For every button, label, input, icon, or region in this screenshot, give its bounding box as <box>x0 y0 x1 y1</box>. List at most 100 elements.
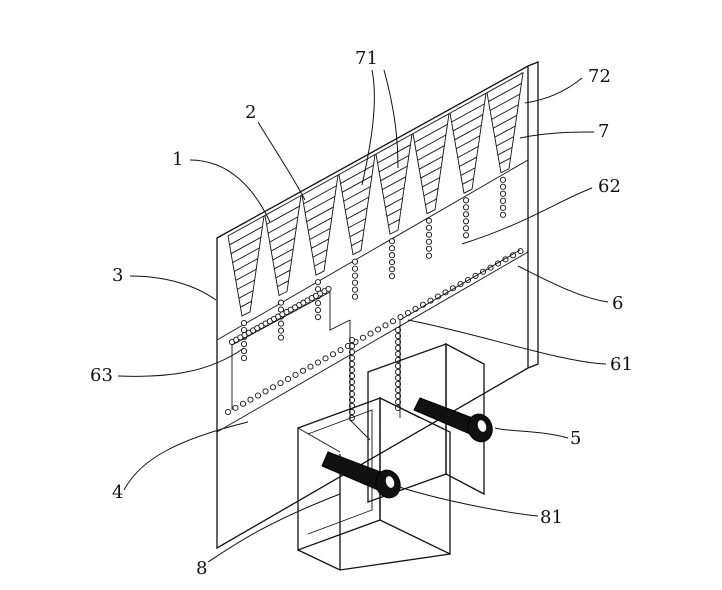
antenna-slot <box>457 146 479 159</box>
antenna-slot <box>277 280 289 288</box>
antenna-slot <box>415 134 447 152</box>
antenna-slot <box>238 290 254 299</box>
antenna-element <box>449 92 487 194</box>
via <box>239 400 247 407</box>
label-2: 2 <box>245 102 256 123</box>
via <box>351 293 359 300</box>
via <box>351 258 359 265</box>
antenna-slot <box>378 155 410 173</box>
via <box>374 326 382 333</box>
via <box>351 286 359 293</box>
antenna-slot <box>499 157 511 165</box>
via <box>394 374 402 382</box>
antenna-slot <box>380 165 408 182</box>
via <box>292 371 299 378</box>
via <box>240 320 248 327</box>
antenna-slot <box>425 198 437 206</box>
antenna-slot <box>383 187 405 199</box>
antenna-element <box>338 153 376 256</box>
via <box>348 336 356 344</box>
via <box>425 252 433 259</box>
via <box>240 327 248 334</box>
via-array <box>224 176 524 422</box>
antenna-slot <box>351 239 363 247</box>
antenna-slot <box>385 197 403 208</box>
antenna-slot <box>341 175 373 193</box>
antenna-slot <box>269 227 297 243</box>
via <box>499 211 507 218</box>
via <box>348 366 356 374</box>
antenna-slot <box>237 279 255 290</box>
via <box>394 350 402 358</box>
antenna-slot <box>271 237 295 252</box>
via <box>325 285 332 292</box>
via <box>499 183 507 190</box>
via <box>425 245 433 252</box>
via <box>388 266 396 273</box>
via <box>367 330 374 337</box>
antenna-slot <box>240 300 252 308</box>
via <box>388 238 396 245</box>
label-8: 8 <box>196 558 207 579</box>
via <box>351 279 359 286</box>
antenna-slot <box>460 167 476 176</box>
via <box>314 307 322 314</box>
via <box>394 326 402 334</box>
via <box>284 375 292 383</box>
antenna-element <box>375 133 413 235</box>
antenna-slot <box>235 268 257 281</box>
via <box>337 347 344 354</box>
antenna-slot <box>229 226 263 246</box>
antenna-slot <box>417 145 445 161</box>
antenna-slot <box>497 146 513 156</box>
via <box>462 204 470 211</box>
via <box>277 380 284 387</box>
antenna-slot <box>303 185 337 205</box>
via <box>394 398 402 406</box>
antenna-slot <box>456 135 480 150</box>
antenna-slot <box>493 115 517 129</box>
via <box>348 348 356 356</box>
via <box>394 392 402 400</box>
via <box>462 225 470 232</box>
label-6: 6 <box>612 293 623 314</box>
antenna-slot <box>348 218 366 229</box>
antenna-array <box>227 71 524 317</box>
antenna-slot <box>388 219 400 226</box>
feed-network <box>231 249 521 441</box>
antenna-slot <box>267 216 299 234</box>
antenna-slot <box>488 83 522 102</box>
antenna-slot <box>489 93 521 111</box>
via <box>462 232 470 239</box>
via <box>240 355 248 362</box>
via <box>307 363 314 370</box>
via <box>348 372 356 380</box>
via <box>329 351 337 358</box>
via <box>462 211 470 218</box>
via <box>394 386 402 394</box>
label-62: 62 <box>598 176 621 197</box>
via <box>240 341 248 348</box>
antenna-slot <box>491 104 519 120</box>
antenna-slot <box>423 187 439 197</box>
via <box>314 279 322 286</box>
antenna-slot <box>349 228 365 238</box>
via <box>462 218 470 225</box>
label-1: 1 <box>172 149 183 170</box>
antenna-slot <box>459 156 477 167</box>
antenna-slot <box>275 269 291 279</box>
via <box>348 408 356 416</box>
antenna-slot <box>462 178 474 185</box>
antenna-slot <box>274 259 292 270</box>
antenna-slot <box>454 124 482 141</box>
via <box>269 384 277 391</box>
antenna-slot <box>306 206 334 223</box>
via <box>277 320 285 327</box>
label-7: 7 <box>598 121 609 142</box>
antenna-slot <box>340 164 374 184</box>
antenna-slot <box>272 248 294 261</box>
via <box>348 396 356 404</box>
via <box>359 334 367 341</box>
antenna-slot <box>234 258 258 272</box>
leader-lines <box>117 69 609 563</box>
